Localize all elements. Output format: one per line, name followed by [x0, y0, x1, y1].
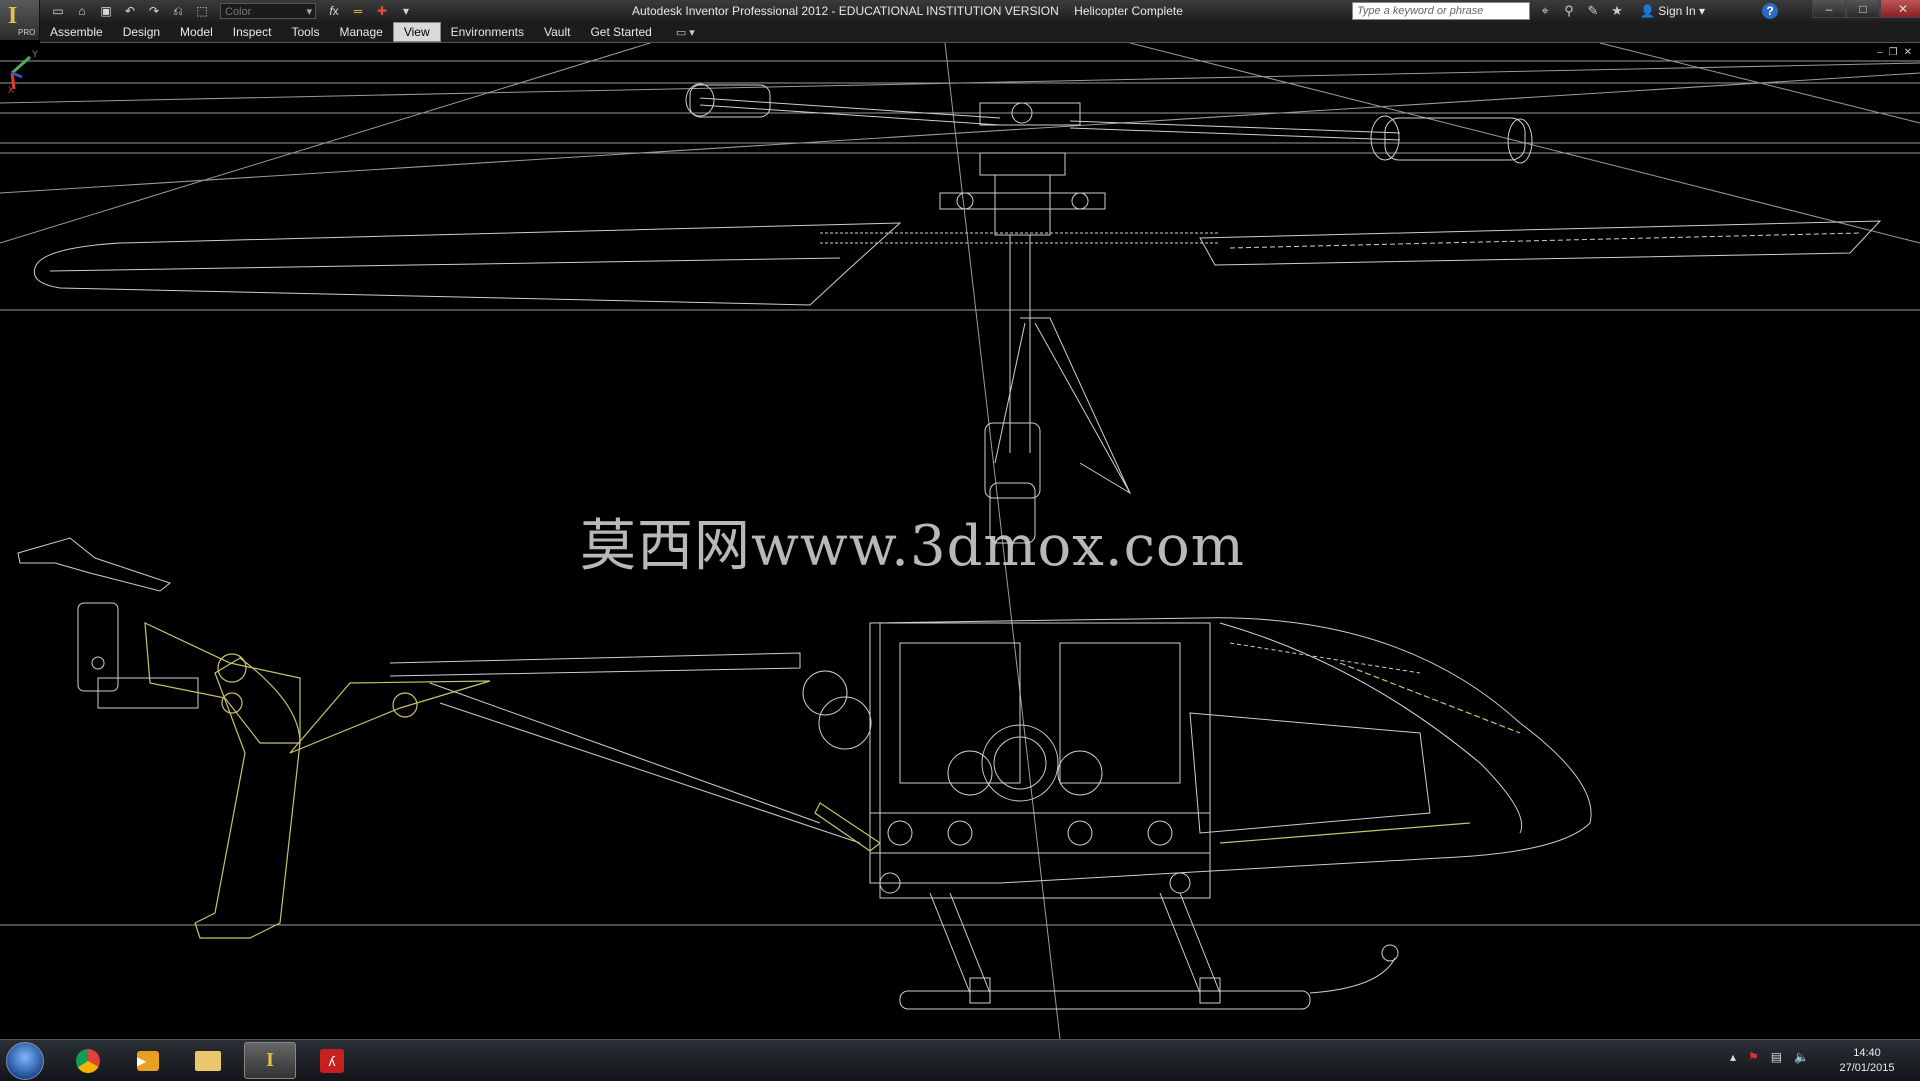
tab-view[interactable]: View	[392, 22, 441, 42]
favorites-star-icon[interactable]: ★	[1611, 3, 1623, 18]
binoculars-icon[interactable]: ⌖	[1541, 3, 1549, 18]
close-button[interactable]: ✕	[1880, 0, 1920, 18]
viewport-minimize-icon[interactable]: –	[1877, 47, 1883, 58]
action-center-flag-icon[interactable]: ⚑	[1748, 1050, 1759, 1064]
network-icon[interactable]: ▤	[1770, 1050, 1783, 1064]
app-badge: PRO	[18, 28, 36, 37]
upper-rotor-flybar	[685, 83, 1533, 164]
window-title: Autodesk Inventor Professional 2012 - ED…	[632, 4, 1195, 18]
autodesk-inventor-icon[interactable]: I	[244, 1042, 296, 1079]
window-controls: – □ ✕	[1812, 0, 1920, 18]
subscription-icon[interactable]: ⚲	[1564, 3, 1574, 18]
chevron-down-icon: ▾	[1699, 4, 1706, 18]
clock-date: 27/01/2015	[1839, 1062, 1895, 1074]
axis-x-label: X	[8, 85, 14, 93]
title-tools: ⌖ ⚲ ✎ ★ 👤 Sign In ▾	[1536, 2, 1705, 20]
title-bar: ▭ ⌂ ▣ ↶ ↷ ⎌ ⬚ Color fx ═ ✚ ▾ Autodesk In…	[0, 0, 1920, 23]
frame-fin	[984, 317, 1132, 544]
return-icon[interactable]: ⎌	[173, 4, 183, 18]
tab-assemble[interactable]: Assemble	[50, 25, 103, 39]
help-button[interactable]: ?	[1762, 3, 1778, 19]
fuselage	[869, 617, 1592, 884]
graphics-viewport[interactable]: – ❐ ✕ 莫西网www.3dmox.com Y X	[0, 43, 1920, 1039]
undo-icon[interactable]: ↶	[124, 4, 136, 18]
document-title: Helicopter Complete	[1074, 4, 1183, 18]
axis-triad: Y X	[8, 49, 38, 93]
adobe-reader-icon[interactable]: ʎ	[306, 1042, 358, 1079]
select-icon[interactable]: ⬚	[196, 4, 208, 18]
fx-icon[interactable]: fx	[329, 4, 339, 18]
clock-time: 14:40	[1853, 1047, 1881, 1059]
helicopter-wireframe	[0, 43, 1920, 1039]
file-explorer-icon[interactable]	[182, 1042, 234, 1079]
line-weight-icon[interactable]: ═	[353, 4, 363, 18]
tab-get-started[interactable]: Get Started	[590, 25, 652, 39]
application-menu-button[interactable]: I PRO	[0, 0, 40, 40]
redo-icon[interactable]: ↷	[148, 4, 160, 18]
update-icon[interactable]: ✚	[376, 4, 388, 18]
tab-vault[interactable]: Vault	[544, 25, 571, 39]
minimize-button[interactable]: –	[1812, 0, 1846, 18]
tab-tools[interactable]: Tools	[291, 25, 320, 39]
viewport-window-controls: – ❐ ✕	[1877, 47, 1912, 58]
show-hidden-icons-icon[interactable]: ▴	[1730, 1050, 1737, 1064]
taskbar-clock[interactable]: 14:40 27/01/2015	[1832, 1046, 1902, 1076]
ribbon-minimize-icon[interactable]: ▭ ▾	[675, 26, 695, 39]
user-icon: 👤	[1640, 4, 1655, 18]
volume-icon[interactable]: 🔈	[1794, 1050, 1810, 1064]
quick-access-toolbar: ▭ ⌂ ▣ ↶ ↷ ⎌ ⬚ Color fx ═ ✚ ▾	[48, 2, 416, 20]
landing-gear	[899, 892, 1399, 1010]
sign-in-button[interactable]: 👤 Sign In ▾	[1640, 4, 1705, 18]
tail-boom	[389, 652, 861, 844]
viewport-close-icon[interactable]: ✕	[1903, 47, 1912, 58]
tab-environments[interactable]: Environments	[450, 25, 524, 39]
open-icon[interactable]: ⌂	[78, 4, 86, 18]
tab-manage[interactable]: Manage	[339, 25, 383, 39]
qat-menu-icon[interactable]: ▾	[402, 4, 410, 18]
communication-icon[interactable]: ✎	[1587, 3, 1599, 18]
rotor-head	[939, 152, 1106, 453]
tab-design[interactable]: Design	[122, 25, 161, 39]
appearance-select[interactable]: Color	[220, 3, 316, 20]
new-icon[interactable]: ▭	[52, 4, 64, 18]
axis-y-label: Y	[32, 49, 38, 59]
watermark-text: 莫西网www.3dmox.com	[580, 514, 1245, 579]
tab-model[interactable]: Model	[180, 25, 213, 39]
search-input[interactable]: Type a keyword or phrase	[1352, 2, 1530, 20]
maximize-button[interactable]: □	[1846, 0, 1880, 18]
system-tray: ▴ ⚑ ▤ 🔈	[1730, 1050, 1809, 1064]
main-rotor-blade	[33, 220, 1882, 306]
google-chrome-icon[interactable]	[62, 1042, 114, 1079]
windows-taskbar: ▶ I ʎ ▴ ⚑ ▤ 🔈 14:40 27/01/2015	[0, 1039, 1920, 1081]
inventor-logo-icon: I	[8, 3, 18, 29]
viewport-restore-icon[interactable]: ❐	[1888, 47, 1898, 58]
highlighted-tail-parts	[144, 622, 1521, 939]
save-icon[interactable]: ▣	[100, 4, 112, 18]
media-player-icon[interactable]: ▶	[122, 1042, 174, 1079]
sign-in-label: Sign In	[1658, 4, 1696, 18]
start-orb-icon[interactable]	[6, 1042, 44, 1080]
ribbon-tab-bar: Assemble Design Model Inspect Tools Mana…	[40, 22, 1920, 43]
app-title: Autodesk Inventor Professional 2012 - ED…	[632, 4, 1059, 18]
tab-inspect[interactable]: Inspect	[232, 25, 272, 39]
tail-rotor	[17, 537, 199, 709]
mechanics	[802, 622, 1211, 899]
